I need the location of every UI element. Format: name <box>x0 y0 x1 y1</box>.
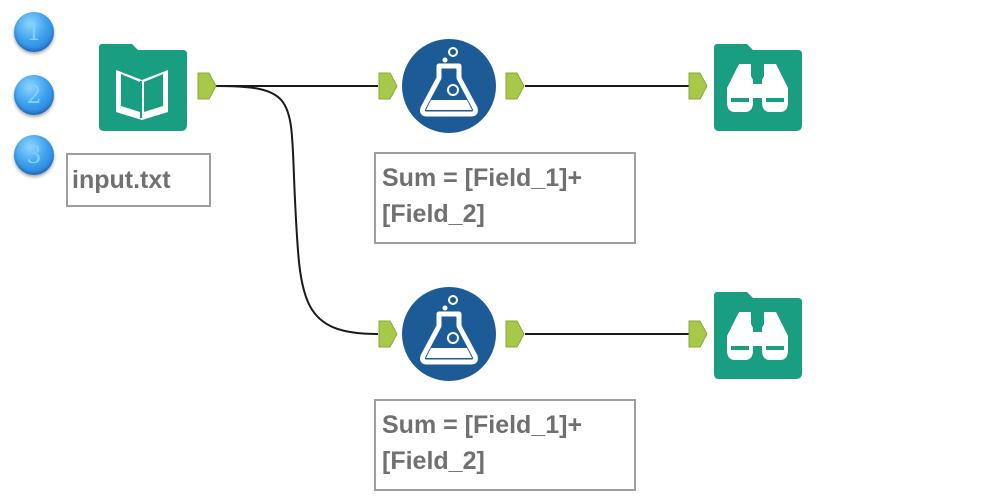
container-badge-2[interactable]: 2 <box>14 75 54 115</box>
browse-top-tool[interactable] <box>711 40 804 133</box>
formula-top-tool[interactable] <box>401 38 497 134</box>
container-badge-1[interactable]: 1 <box>14 12 54 52</box>
binoculars-icon <box>714 44 802 131</box>
formula-bottom-output-anchor[interactable] <box>505 320 525 348</box>
formula-top-annotation: Sum = [Field_1]+ [Field_2] <box>374 152 636 244</box>
book-icon <box>99 44 187 131</box>
formula-top-output-anchor[interactable] <box>505 72 525 100</box>
browse-bottom-input-anchor[interactable] <box>688 320 708 348</box>
wire-input-to-formula-bottom[interactable] <box>214 85 379 335</box>
formula-bottom-annotation: Sum = [Field_1]+ [Field_2] <box>374 399 636 491</box>
binoculars-icon <box>714 292 802 379</box>
input-data-tool[interactable] <box>96 40 189 133</box>
flask-icon <box>402 39 496 133</box>
badge-label: 2 <box>26 81 42 109</box>
formula-bottom-input-anchor[interactable] <box>378 320 398 348</box>
badge-label: 1 <box>26 18 42 46</box>
formula-bottom-tool[interactable] <box>401 286 497 382</box>
badge-label: 3 <box>26 141 42 169</box>
flask-icon <box>402 287 496 381</box>
container-badge-3[interactable]: 3 <box>14 135 54 175</box>
browse-top-input-anchor[interactable] <box>688 72 708 100</box>
formula-top-input-anchor[interactable] <box>378 72 398 100</box>
browse-bottom-tool[interactable] <box>711 288 804 381</box>
input-output-anchor[interactable] <box>197 72 217 100</box>
input-annotation: input.txt <box>66 153 211 207</box>
